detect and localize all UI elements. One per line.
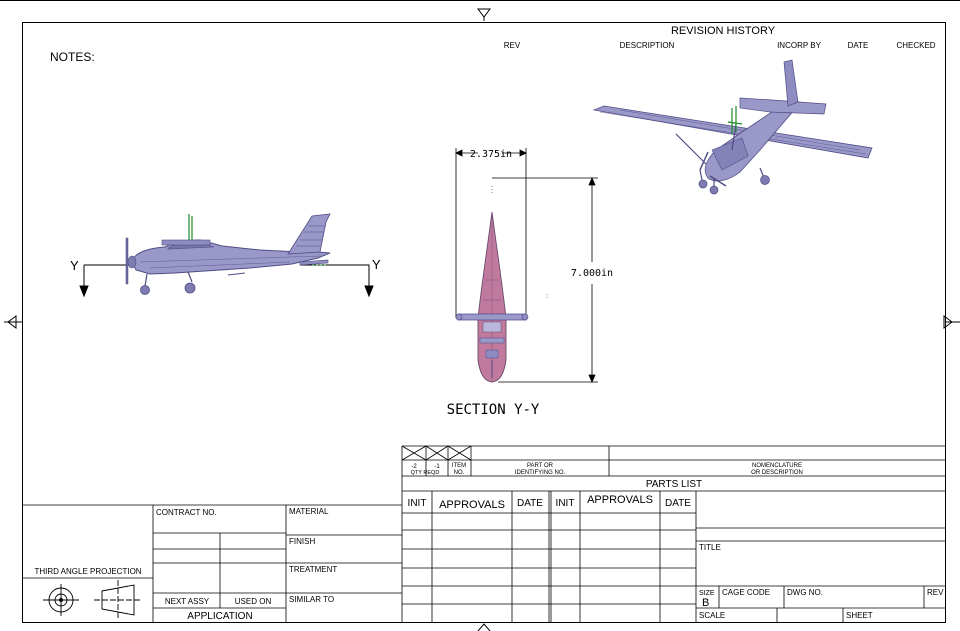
rev-label: REV (927, 588, 944, 597)
width-dimension-label: 2.375in (470, 149, 512, 160)
cut-label-right: Y (372, 257, 381, 272)
parts-list-title: PARTS LIST (646, 479, 702, 490)
right-center-marker (943, 315, 960, 329)
iso-wing (592, 105, 873, 159)
part-label-line1: PART OR (527, 463, 554, 469)
width-dimension (455, 148, 527, 318)
sheet-label: SHEET (846, 611, 873, 620)
section-caption: SECTION Y-Y (447, 402, 540, 418)
iso-stabilizer (739, 97, 827, 115)
iso-vertical-tail (783, 59, 799, 107)
side-main-wheel (184, 282, 196, 294)
side-green-marker (188, 214, 193, 240)
date-col-header: DATE (848, 41, 869, 50)
next-assy-label: NEXT ASSY (165, 597, 210, 606)
item-no-label: NO. (454, 470, 465, 476)
height-dimension (492, 176, 598, 384)
side-propeller (125, 237, 129, 285)
title-block-grid (696, 527, 946, 622)
iso-main-wheel-right (760, 175, 770, 185)
incorp-by-col-header: INCORP BY (777, 41, 822, 50)
cut-label-left: Y (70, 258, 79, 273)
dwg-no-label: DWG NO. (787, 588, 823, 597)
similar-to-label: SIMILAR TO (289, 595, 334, 604)
left-center-marker (4, 315, 22, 329)
title-label: TITLE (699, 543, 721, 552)
approvals-header-2: APPROVALS (587, 494, 653, 506)
scale-label: SCALE (699, 611, 725, 620)
contract-no-label: CONTRACT NO. (156, 508, 217, 517)
nomenclature-label-line1: NOMENCLATURE (752, 463, 802, 469)
part-label-line2: IDENTIFYING NO. (515, 470, 566, 476)
init-header-2: INIT (556, 498, 575, 509)
approvals-grid (402, 491, 697, 622)
section-stabilizer (457, 313, 527, 321)
section-cut-line (79, 264, 374, 298)
left-info-grid (22, 504, 402, 622)
material-label: MATERIAL (289, 507, 329, 516)
size-label: SIZE (699, 590, 715, 597)
qty-col-b: -1 (434, 464, 440, 470)
drawing-border (22, 22, 946, 623)
side-wing (161, 239, 211, 246)
iso-nose-wheel (709, 185, 719, 195)
section-view: 2.375in 7.000in SECTION Y-Y (447, 148, 613, 418)
isometric-aircraft (592, 59, 873, 195)
qty-col-a: -2 (411, 464, 417, 470)
treatment-label: TREATMENT (289, 565, 337, 574)
iso-main-wheel-left (698, 179, 708, 189)
size-value: B (702, 597, 709, 609)
side-view-aircraft: Y Y (70, 213, 381, 298)
finish-label: FINISH (289, 537, 315, 546)
iso-green-marker (727, 106, 743, 134)
revision-history-title: REVISION HISTORY (671, 25, 776, 37)
height-dimension-label: 7.000in (571, 268, 613, 279)
application-label: APPLICATION (187, 611, 252, 622)
parts-list-grid (401, 445, 946, 622)
qty-reqd-label: QTY REQD (411, 470, 440, 476)
approvals-header-1: APPROVALS (439, 499, 505, 511)
rev-col-header: REV (504, 41, 521, 50)
nomenclature-label-line2: OR DESCRIPTION (751, 470, 803, 476)
cage-code-label: CAGE CODE (722, 588, 770, 597)
top-center-marker (477, 8, 491, 21)
init-header-1: INIT (408, 498, 427, 509)
description-col-header: DESCRIPTION (620, 41, 675, 50)
checked-col-header: CHECKED (896, 41, 935, 50)
used-on-label: USED ON (235, 597, 272, 606)
third-angle-projection-label: THIRD ANGLE PROJECTION (34, 567, 141, 576)
bottom-center-marker (477, 623, 491, 631)
notes-label: NOTES: (50, 50, 95, 64)
item-label: ITEM (452, 463, 466, 469)
side-vertical-tail (287, 213, 331, 255)
date-header-2: DATE (665, 498, 691, 509)
third-angle-projection-icon (43, 580, 142, 620)
side-nose-wheel (140, 285, 150, 295)
date-header-1: DATE (517, 498, 543, 509)
revision-history: REVISION HISTORY REV DESCRIPTION INCORP … (504, 25, 936, 50)
